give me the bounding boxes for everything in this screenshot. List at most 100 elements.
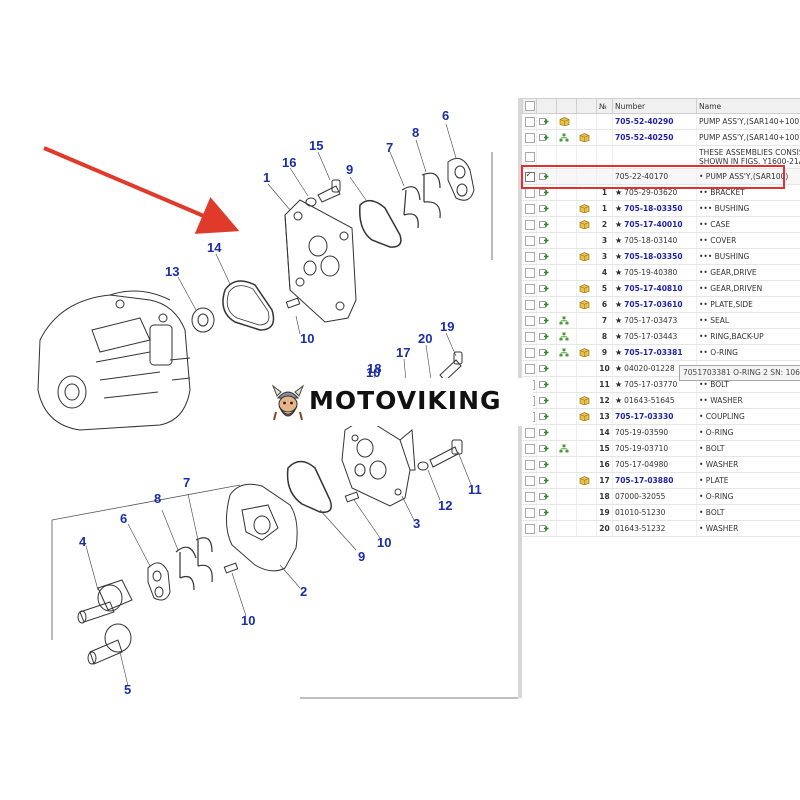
package-icon[interactable] <box>579 396 590 406</box>
row-checkbox-cell[interactable] <box>522 360 537 377</box>
add-to-cart-icon[interactable] <box>539 492 549 501</box>
row-checkbox[interactable] <box>524 235 535 246</box>
row-part-number[interactable]: ★705-18-03350 <box>612 200 697 217</box>
add-to-cart-icon[interactable] <box>539 268 549 277</box>
add-to-cart-icon[interactable] <box>539 188 549 197</box>
row-checkbox-cell[interactable] <box>522 232 537 249</box>
add-to-cart-icon[interactable] <box>539 284 549 293</box>
part-number-text[interactable]: 705-17-03330 <box>615 412 674 421</box>
row-checkbox[interactable] <box>524 132 535 143</box>
row-part-number[interactable]: ★705-17-40010 <box>612 216 697 233</box>
row-checkbox[interactable] <box>524 443 535 454</box>
part-number-text[interactable]: 705-18-03350 <box>624 204 683 213</box>
row-checkbox[interactable] <box>524 315 535 326</box>
table-row[interactable]: 705-22-40170• PUMP ASS'Y,(SAR100) <box>522 168 800 185</box>
row-part-number[interactable]: 705-17-03330 <box>612 408 697 425</box>
select-all-checkbox[interactable] <box>525 101 535 111</box>
row-checkbox[interactable] <box>524 283 535 294</box>
row-checkbox-cell[interactable] <box>522 113 537 130</box>
part-number-text[interactable]: 705-17-03610 <box>624 300 683 309</box>
part-number-text[interactable]: 705-17-40810 <box>624 284 683 293</box>
add-to-cart-icon[interactable] <box>539 204 549 213</box>
part-number-text[interactable]: 705-52-40250 <box>615 133 674 142</box>
row-part-number[interactable]: 705-17-03880 <box>612 472 697 489</box>
row-part-number[interactable]: 705-52-40290 <box>612 113 697 130</box>
add-to-cart-icon[interactable] <box>539 133 549 142</box>
row-checkbox[interactable] <box>524 170 535 182</box>
table-row[interactable]: 1★705-18-03350••• BUSHING <box>522 200 800 217</box>
table-row[interactable]: 5★705-17-40810•• GEAR,DRIVEN <box>522 280 800 297</box>
row-checkbox-cell[interactable] <box>522 520 537 537</box>
row-checkbox-cell[interactable] <box>522 184 537 201</box>
structure-tree-icon[interactable] <box>559 348 569 357</box>
table-row[interactable]: 3★705-18-03140•• COVER <box>522 232 800 249</box>
structure-tree-icon[interactable] <box>559 133 569 142</box>
add-to-cart-icon[interactable] <box>539 300 549 309</box>
header-select-all[interactable] <box>522 98 537 114</box>
package-icon[interactable] <box>579 252 590 262</box>
table-row[interactable]: 8★705-17-03443•• RING,BACK-UP <box>522 328 800 345</box>
row-part-number[interactable]: 705-52-40250 <box>612 129 697 146</box>
header-name[interactable]: Name <box>696 98 800 114</box>
package-icon[interactable] <box>579 220 590 230</box>
row-checkbox-cell[interactable] <box>522 168 537 185</box>
row-checkbox-cell[interactable] <box>522 504 537 521</box>
package-icon[interactable] <box>579 284 590 294</box>
row-checkbox[interactable] <box>524 187 535 198</box>
table-row[interactable]: 7★705-17-03473•• SEAL <box>522 312 800 329</box>
add-to-cart-icon[interactable] <box>539 412 549 421</box>
add-to-cart-icon[interactable] <box>539 524 549 533</box>
package-icon[interactable] <box>579 133 590 143</box>
add-to-cart-icon[interactable] <box>539 476 549 485</box>
part-number-text[interactable]: 705-52-40290 <box>615 117 674 126</box>
row-checkbox-cell[interactable] <box>522 280 537 297</box>
add-to-cart-icon[interactable] <box>539 252 549 261</box>
row-checkbox[interactable] <box>524 475 535 486</box>
add-to-cart-icon[interactable] <box>539 380 549 389</box>
row-checkbox[interactable] <box>524 523 535 534</box>
row-checkbox-cell[interactable] <box>522 248 537 265</box>
add-to-cart-icon[interactable] <box>539 428 549 437</box>
add-to-cart-icon[interactable] <box>539 220 549 229</box>
add-to-cart-icon[interactable] <box>539 117 549 126</box>
part-number-text[interactable]: 705-17-03880 <box>615 476 674 485</box>
header-no[interactable]: № <box>596 98 613 114</box>
add-to-cart-icon[interactable] <box>539 444 549 453</box>
header-number[interactable]: Number <box>612 98 697 114</box>
structure-tree-icon[interactable] <box>559 316 569 325</box>
row-checkbox-cell[interactable] <box>522 472 537 489</box>
structure-tree-icon[interactable] <box>559 444 569 453</box>
row-checkbox[interactable] <box>524 116 535 127</box>
row-checkbox-cell[interactable] <box>522 344 537 361</box>
table-row[interactable]: 4★705-19-40380•• GEAR,DRIVE <box>522 264 800 281</box>
table-row[interactable]: 3★705-18-03350••• BUSHING <box>522 248 800 265</box>
structure-tree-icon[interactable] <box>559 332 569 341</box>
row-checkbox[interactable] <box>524 299 535 310</box>
add-to-cart-icon[interactable] <box>539 236 549 245</box>
row-checkbox[interactable] <box>524 347 535 358</box>
add-to-cart-icon[interactable] <box>539 460 549 469</box>
table-row[interactable]: 1★705-29-03620•• BRACKET <box>522 184 800 201</box>
add-to-cart-icon[interactable] <box>539 172 549 181</box>
add-to-cart-icon[interactable] <box>539 348 549 357</box>
row-checkbox-cell[interactable] <box>522 145 537 169</box>
row-checkbox[interactable] <box>524 219 535 230</box>
add-to-cart-icon[interactable] <box>539 332 549 341</box>
row-checkbox[interactable] <box>524 363 535 374</box>
row-part-number[interactable]: ★705-17-03381 <box>612 344 697 361</box>
row-checkbox[interactable] <box>524 331 535 342</box>
table-row[interactable]: 2★705-17-40010•• CASE <box>522 216 800 233</box>
row-checkbox-cell[interactable] <box>522 200 537 217</box>
row-checkbox[interactable] <box>524 251 535 262</box>
table-row[interactable]: 12★01643-51645•• WASHER <box>522 392 800 409</box>
row-checkbox[interactable] <box>524 203 535 214</box>
